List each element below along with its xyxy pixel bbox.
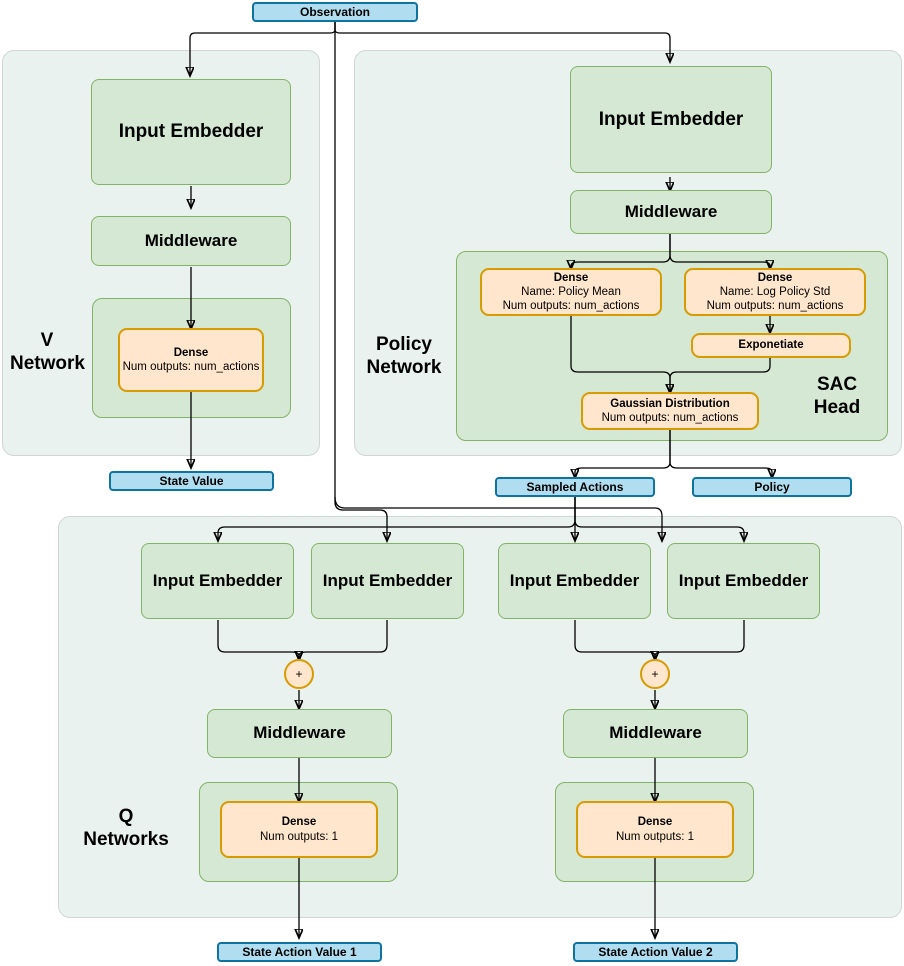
gaussian-distribution-node[interactable]: Gaussian Distribution Num outputs: num_a…	[581, 392, 759, 430]
v-network-label-line2: Network	[10, 352, 85, 374]
q-networks-label-line2: Networks	[83, 828, 169, 850]
policy-network-label: Policy Network	[359, 334, 449, 380]
state-value-output[interactable]: State Value	[109, 471, 274, 491]
q1-add-node[interactable]: +	[284, 659, 314, 689]
policy-middleware[interactable]: Middleware	[570, 190, 772, 234]
q1-dense-title: Dense	[281, 816, 317, 829]
policy-mean-dense-title: Dense	[553, 271, 589, 284]
v-network-label-line1: V	[40, 330, 54, 351]
policy-mean-dense[interactable]: Dense Name: Policy Mean Num outputs: num…	[480, 268, 662, 316]
v-dense-outputs: Num outputs: num_actions	[122, 361, 260, 373]
policy-input-embedder[interactable]: Input Embedder	[570, 66, 772, 173]
policy-mean-dense-name: Name: Policy Mean	[521, 285, 621, 298]
exponetiate-node[interactable]: Exponetiate	[691, 333, 851, 358]
q-networks-label-line1: Q	[118, 806, 134, 827]
policy-network-label-line1: Policy	[376, 334, 432, 355]
v-dense[interactable]: Dense Num outputs: num_actions	[118, 328, 264, 392]
v-dense-title: Dense	[173, 346, 209, 359]
q-input-embedder-1[interactable]: Input Embedder	[141, 543, 294, 619]
gaussian-title: Gaussian Distribution	[610, 397, 730, 410]
q2-add-node[interactable]: +	[640, 659, 670, 689]
policy-output[interactable]: Policy	[692, 477, 852, 497]
q1-dense[interactable]: Dense Num outputs: 1	[220, 801, 378, 858]
q1-dense-outputs: Num outputs: 1	[260, 830, 338, 843]
log-policy-std-dense-title: Dense	[757, 271, 793, 284]
sac-head-label-line2: Head	[813, 396, 861, 418]
sac-head-label-line1: SAC	[816, 374, 858, 395]
q-networks-label: Q Networks	[66, 806, 186, 852]
policy-network-label-line2: Network	[366, 356, 442, 378]
sac-head-label: SAC Head	[800, 374, 874, 420]
q-input-embedder-2[interactable]: Input Embedder	[311, 543, 464, 619]
sampled-actions-output[interactable]: Sampled Actions	[495, 477, 655, 497]
q1-middleware[interactable]: Middleware	[207, 709, 392, 758]
q-input-embedder-3[interactable]: Input Embedder	[498, 543, 651, 619]
state-action-value-1-output[interactable]: State Action Value 1	[217, 942, 382, 962]
policy-mean-dense-outputs: Num outputs: num_actions	[502, 300, 640, 312]
log-policy-std-dense[interactable]: Dense Name: Log Policy Std Num outputs: …	[684, 268, 866, 316]
q-input-embedder-4[interactable]: Input Embedder	[667, 543, 820, 619]
q2-dense[interactable]: Dense Num outputs: 1	[576, 801, 734, 858]
log-policy-std-dense-outputs: Num outputs: num_actions	[706, 300, 844, 312]
v-network-label: V Network	[10, 330, 85, 376]
q2-dense-title: Dense	[637, 816, 673, 829]
log-policy-std-dense-name: Name: Log Policy Std	[719, 285, 831, 298]
gaussian-outputs: Num outputs: num_actions	[601, 412, 739, 424]
observation-node[interactable]: Observation	[252, 2, 418, 22]
v-middleware[interactable]: Middleware	[91, 216, 291, 266]
q2-middleware[interactable]: Middleware	[563, 709, 748, 758]
v-input-embedder[interactable]: Input Embedder	[91, 79, 291, 185]
q2-dense-outputs: Num outputs: 1	[616, 830, 694, 843]
state-action-value-2-output[interactable]: State Action Value 2	[573, 942, 738, 962]
